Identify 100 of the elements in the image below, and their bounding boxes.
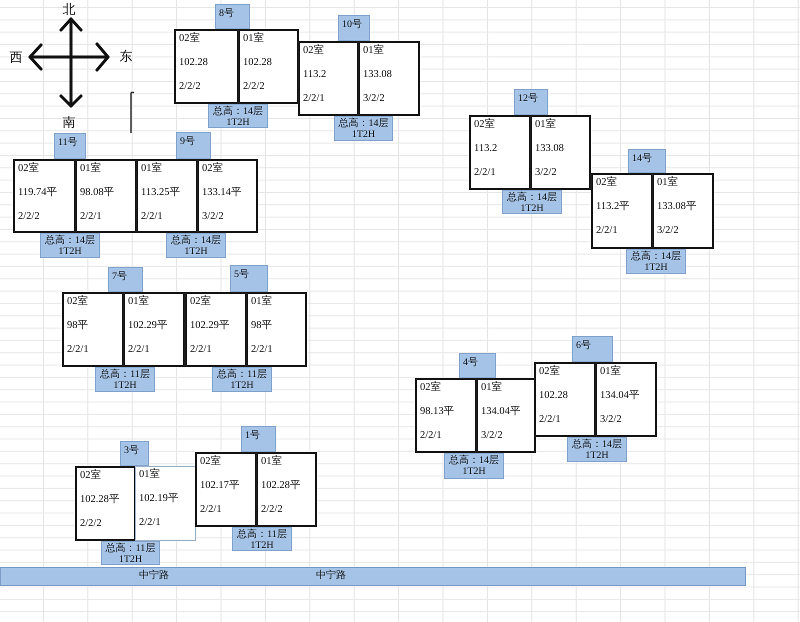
room-layout: 2/2/2 <box>18 211 40 223</box>
unit-box <box>197 159 258 233</box>
floor-area: 102.28 <box>179 57 208 69</box>
room-number: 01室 <box>657 177 678 189</box>
unit-box <box>298 41 359 116</box>
floor-area: 102.29平 <box>190 320 230 332</box>
floor-info-tag: 总高：14层 1T2H <box>40 233 100 258</box>
unit-box <box>358 41 420 116</box>
unit-box <box>185 292 247 367</box>
floor-area: 133.08 <box>363 69 392 81</box>
building-number-tag: 12号 <box>514 89 548 115</box>
room-layout: 2/2/2 <box>179 81 201 93</box>
floor-area: 98.13平 <box>420 406 455 418</box>
room-layout: 2/2/2 <box>243 81 265 93</box>
unit-box <box>238 29 299 104</box>
floor-area: 113.2 <box>303 69 326 81</box>
unit-box <box>123 292 185 367</box>
floor-info-tag: 总高：14层 1T2H <box>166 233 226 258</box>
room-layout: 2/2/1 <box>67 344 89 356</box>
direction-label: 北 <box>62 2 76 16</box>
room-layout: 3/2/2 <box>202 211 224 223</box>
direction-label: 南 <box>62 114 76 130</box>
floor-area: 102.29平 <box>128 320 168 332</box>
direction-label: 西 <box>10 50 22 64</box>
unit-box <box>652 173 714 249</box>
unit-box <box>75 159 137 233</box>
direction-label: 东 <box>120 48 132 64</box>
floor-area: 102.28平 <box>261 480 301 492</box>
floor-info-tag: 总高：14层 1T2H <box>208 104 268 128</box>
floor-info-tag: 总高：11层 1T2H <box>95 367 155 392</box>
room-number: 01室 <box>80 163 102 175</box>
room-number: 02室 <box>596 177 618 189</box>
room-number: 02室 <box>67 296 88 308</box>
floor-area: 102.28 <box>243 57 272 69</box>
floor-area: 119.74平 <box>18 187 58 199</box>
room-layout: 2/2/1 <box>474 167 496 179</box>
room-number: 02室 <box>303 45 324 57</box>
unit-box <box>135 466 196 541</box>
floor-info-tag: 总高：14层 1T2H <box>444 453 504 479</box>
floor-info-tag: 总高：14层 1T2H <box>334 116 393 141</box>
floor-area: 98平 <box>251 320 272 332</box>
room-layout: 2/2/1 <box>596 225 618 237</box>
unit-box <box>591 173 653 249</box>
room-number: 02室 <box>539 366 560 378</box>
road-name: 中宁路 <box>316 570 346 582</box>
room-number: 01室 <box>139 469 160 481</box>
floor-area: 133.08 <box>535 143 564 155</box>
unit-box <box>256 452 317 527</box>
room-layout: 2/2/2 <box>261 504 283 516</box>
building-number-tag: 3号 <box>120 441 149 466</box>
floor-area: 113.2平 <box>596 201 630 213</box>
room-number: 02室 <box>202 163 224 175</box>
floor-area: 98.08平 <box>80 187 115 199</box>
room-number: 01室 <box>141 163 162 175</box>
unit-box <box>595 362 657 437</box>
room-layout: 2/2/1 <box>128 344 150 356</box>
building-number-tag: 5号 <box>230 265 268 292</box>
room-number: 02室 <box>179 33 200 45</box>
unit-box <box>246 292 307 367</box>
floor-info-tag: 总高：14层 1T2H <box>626 249 686 274</box>
room-layout: 2/2/1 <box>251 344 273 356</box>
building-number-tag: 11号 <box>54 133 86 159</box>
building-number-tag: 7号 <box>108 267 143 292</box>
building-number-tag: 9号 <box>176 132 211 159</box>
building-number-tag: 6号 <box>572 336 613 362</box>
floor-area: 102.28 <box>539 390 568 402</box>
room-number: 01室 <box>600 366 622 378</box>
room-layout: 2/2/1 <box>200 504 222 516</box>
room-layout: 2/2/1 <box>539 414 561 426</box>
road-name: 中宁路 <box>139 570 169 582</box>
room-layout: 2/2/1 <box>139 517 161 529</box>
unit-box <box>174 29 239 104</box>
building-number-tag: 1号 <box>241 426 276 452</box>
room-layout: 2/2/1 <box>420 430 442 442</box>
road-band <box>0 567 746 586</box>
room-layout: 2/2/1 <box>80 211 102 223</box>
floor-area: 98平 <box>67 320 88 332</box>
floor-area: 102.17平 <box>200 480 240 492</box>
floor-area: 134.04平 <box>481 406 521 418</box>
floor-area: 102.19平 <box>139 493 179 505</box>
room-number: 02室 <box>420 382 442 394</box>
room-layout: 3/2/2 <box>600 414 622 426</box>
unit-box <box>136 159 198 233</box>
floor-info-tag: 总高：14层 1T2H <box>502 190 562 214</box>
room-number: 02室 <box>190 296 212 308</box>
building-number-tag: 4号 <box>459 353 496 378</box>
room-number: 01室 <box>363 45 384 57</box>
room-number: 01室 <box>128 296 150 308</box>
unit-box <box>13 159 76 233</box>
unit-box <box>534 362 596 437</box>
unit-box <box>75 466 136 541</box>
floor-info-tag: 总高：11层 1T2H <box>212 367 272 392</box>
building-number-tag: 10号 <box>338 15 370 41</box>
unit-box <box>62 292 124 367</box>
room-layout: 3/2/2 <box>363 93 385 105</box>
floor-area: 113.25平 <box>141 187 180 199</box>
floor-area: 134.04平 <box>600 390 640 402</box>
room-number: 02室 <box>200 456 222 468</box>
room-layout: 2/2/2 <box>80 518 102 530</box>
unit-box <box>476 378 536 453</box>
